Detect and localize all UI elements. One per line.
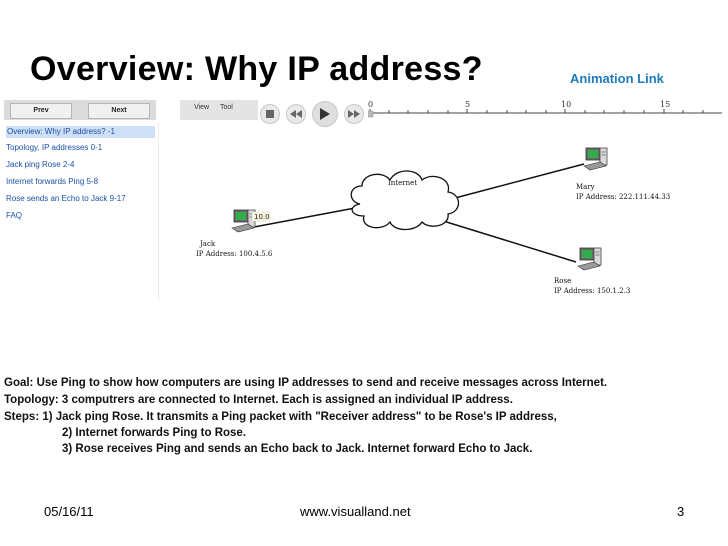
tick-label-0: 0	[368, 100, 373, 109]
mary-name: Mary	[576, 183, 595, 191]
nav-bar: Prev Next	[4, 100, 156, 120]
next-button[interactable]: Next	[88, 103, 150, 119]
steps-text-1: Steps: 1) Jack ping Rose. It transmits a…	[4, 411, 557, 423]
sidebar-item-jack-ping[interactable]: Jack ping Rose 2-4	[6, 160, 75, 169]
slide-title: Overview: Why IP address?	[30, 50, 483, 88]
sidebar-item-forward-ping[interactable]: Internet forwards Ping 5-8	[6, 177, 99, 186]
page-number: 3	[677, 504, 685, 519]
link-internet-rose	[439, 219, 577, 263]
timeline[interactable]: 0 5 10 15	[368, 96, 724, 120]
steps-text-2: 2) Internet forwards Ping to Rose.	[62, 427, 247, 439]
rose-name: Rose	[554, 277, 571, 285]
sidebar-item-rose-echo[interactable]: Rose sends an Echo to Jack 9-17	[6, 194, 126, 203]
mary-computer-icon	[583, 147, 608, 171]
sidebar-item-overview[interactable]: Overview: Why IP address? -1	[6, 126, 155, 138]
topology-text: Topology: 3 computrers are connected to …	[4, 394, 513, 406]
link-internet-mary	[454, 163, 585, 199]
tick-label-15: 15	[660, 100, 670, 109]
play-icon[interactable]	[312, 101, 338, 127]
rose-computer-icon	[577, 247, 602, 271]
steps-text-3: 3) Rose receives Ping and sends an Echo …	[62, 443, 533, 455]
timeline-thumb	[368, 110, 374, 118]
link-jack-internet	[253, 207, 356, 228]
jack-ip: IP Address: 100.4.5.6	[196, 250, 273, 258]
mary-ip: IP Address: 222.111.44.33	[576, 193, 670, 201]
menu-bar: View Tool	[180, 100, 258, 120]
prev-button[interactable]: Prev	[10, 103, 72, 119]
tick-label-10: 10	[561, 100, 571, 109]
fast-forward-icon[interactable]	[344, 104, 364, 124]
rose-ip: IP Address: 150.1.2.3	[554, 287, 630, 295]
jack-name: Jack	[199, 240, 216, 248]
animation-link[interactable]: Animation Link	[570, 71, 664, 86]
footer-site: www.visualland.net	[300, 504, 411, 519]
sidebar-item-faq[interactable]: FAQ	[6, 211, 23, 220]
tick-label-5: 5	[465, 100, 470, 109]
jack-bubble	[251, 211, 271, 222]
network-diagram: Internet 10.0 Jack IP Address: 100.4.5.6…	[196, 147, 670, 295]
goal-text: Goal: Use Ping to show how computers are…	[4, 377, 608, 389]
internet-cloud	[350, 170, 460, 231]
playback-controls	[260, 101, 370, 128]
jack-bubble-text: 10.0	[254, 213, 270, 221]
jack-computer-icon	[231, 209, 256, 233]
footer-date: 05/16/11	[44, 504, 94, 519]
view-menu[interactable]: View	[194, 104, 210, 111]
sidebar-item-topology[interactable]: Topology, IP addresses 0-1	[6, 143, 103, 152]
rewind-icon[interactable]	[286, 104, 306, 124]
internet-label: Internet	[388, 179, 417, 187]
tool-menu[interactable]: Tool	[220, 104, 233, 111]
stop-icon[interactable]	[260, 104, 280, 124]
sidebar: Overview: Why IP address? -1 Topology, I…	[4, 122, 159, 300]
